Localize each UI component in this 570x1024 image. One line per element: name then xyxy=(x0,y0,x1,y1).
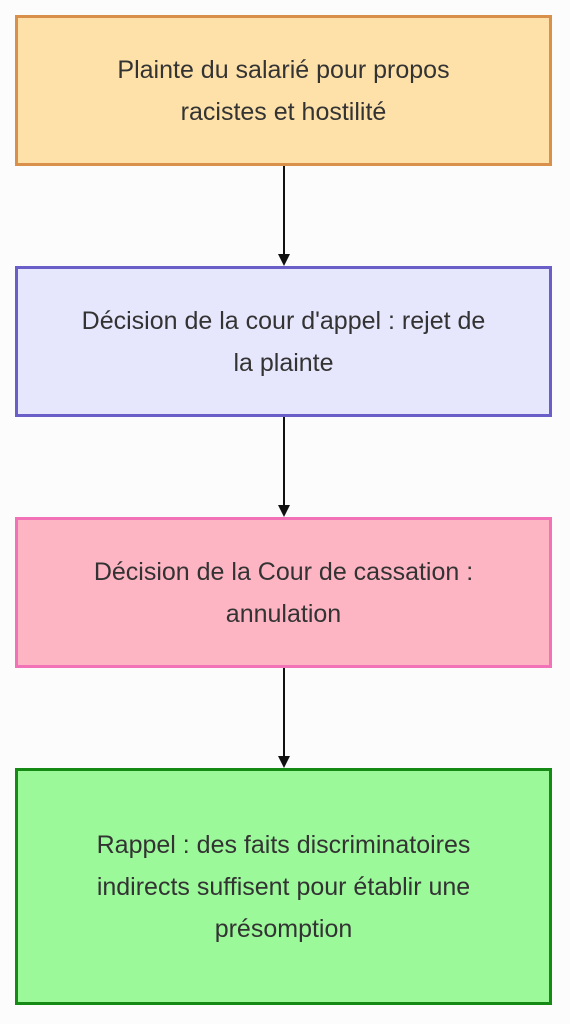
node-cour-appel: Décision de la cour d'appel : rejet de l… xyxy=(15,266,552,417)
node-plainte-label: Plainte du salarié pour propos racistes … xyxy=(117,55,450,126)
node-rappel: Rappel : des faits discriminatoires indi… xyxy=(15,768,552,1005)
node-cour-cassation: Décision de la Cour de cassation : annul… xyxy=(15,517,552,668)
node-cour-appel-label: Décision de la cour d'appel : rejet de l… xyxy=(81,306,486,377)
node-plainte: Plainte du salarié pour propos racistes … xyxy=(15,15,552,166)
node-cour-cassation-label: Décision de la Cour de cassation : annul… xyxy=(93,557,474,628)
node-rappel-label: Rappel : des faits discriminatoires indi… xyxy=(96,830,471,943)
